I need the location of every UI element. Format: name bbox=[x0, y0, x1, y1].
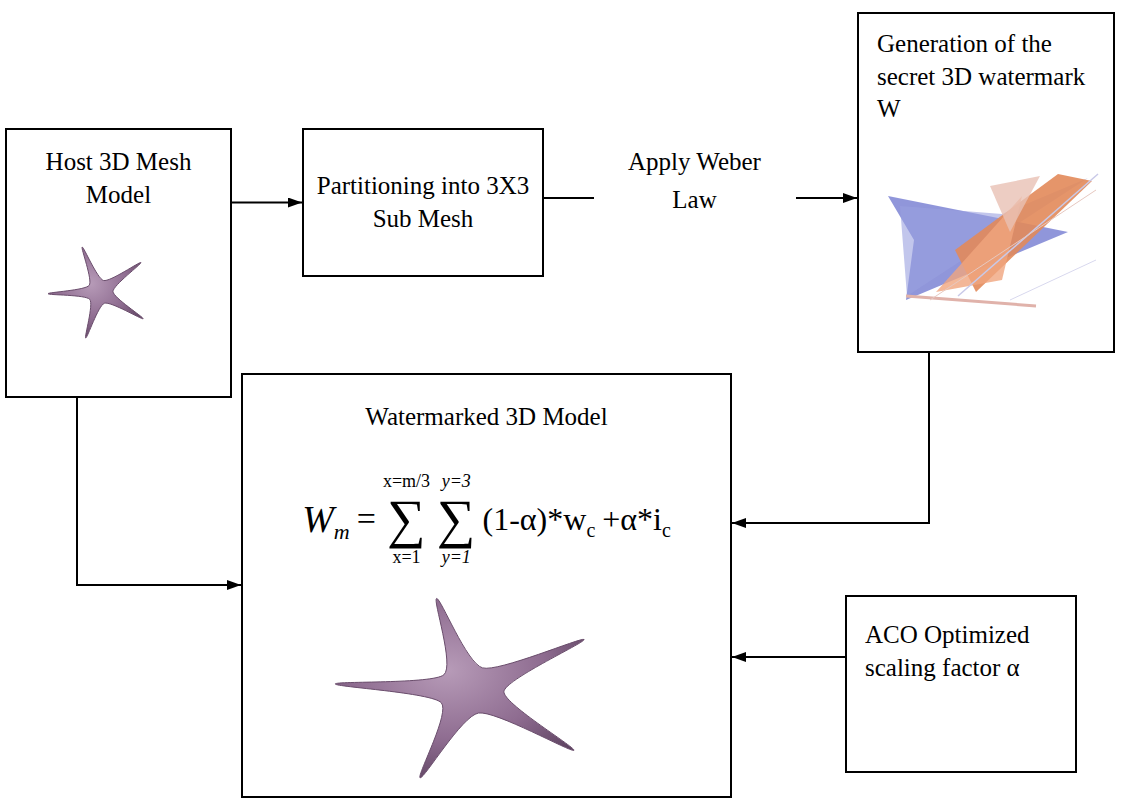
subscript: c bbox=[662, 520, 671, 540]
watermark-box: Generation of the secret 3D watermark W bbox=[857, 12, 1115, 353]
box-label: ACO Optimized scaling factor α bbox=[865, 619, 1057, 684]
box-label: Generation of the secret 3D watermark W bbox=[877, 28, 1089, 126]
flow-arrow bbox=[77, 398, 241, 585]
subscript: m bbox=[334, 521, 350, 543]
formula-symbol: W bbox=[302, 500, 334, 538]
box-heading: Watermarked 3D Model bbox=[365, 401, 607, 434]
flow-arrow bbox=[732, 353, 929, 523]
formula-term: +α*ic bbox=[602, 503, 671, 535]
flow-arrow bbox=[732, 656, 845, 658]
pink-plane bbox=[990, 176, 1040, 232]
formula-symbol: +α*i bbox=[602, 503, 662, 535]
summation: y=3 ∑ y=1 bbox=[437, 472, 476, 566]
watermark-planes bbox=[888, 174, 1098, 306]
formula-symbol: ∑ bbox=[437, 492, 476, 546]
formula: Wm=x=m/3∑x=1y=3∑y=1(1-α)*wc+α*ic bbox=[302, 472, 671, 566]
plane-edge bbox=[930, 190, 1096, 300]
formula-term: = bbox=[357, 502, 376, 536]
edge-label: Apply Weber Law bbox=[594, 143, 796, 218]
formula-symbol: x=m/3 bbox=[383, 472, 430, 490]
formula-term: Wm bbox=[302, 500, 350, 538]
starfish-mesh bbox=[335, 598, 584, 777]
formula-symbol: = bbox=[357, 502, 376, 536]
parameter-box: ACO Optimized scaling factor α bbox=[845, 595, 1077, 773]
output-box: Watermarked 3D ModelWm=x=m/3∑x=1y=3∑y=1(… bbox=[241, 373, 732, 798]
box-label: Partitioning into 3X3 Sub Mesh bbox=[314, 170, 532, 235]
plane-edge bbox=[1010, 260, 1096, 300]
formula-term: (1-α)*wc bbox=[483, 503, 596, 535]
subscript: c bbox=[586, 520, 595, 540]
formula-symbol: (1-α)*w bbox=[483, 503, 587, 535]
host-model-box: Host 3D Mesh Model bbox=[5, 128, 232, 398]
formula-symbol: y=3 bbox=[442, 472, 471, 490]
formula-symbol: y=1 bbox=[442, 548, 471, 566]
flow-arrow bbox=[232, 202, 302, 204]
process-box: Partitioning into 3X3 Sub Mesh bbox=[302, 128, 544, 277]
box-label: Host 3D Mesh Model bbox=[17, 146, 220, 211]
formula-symbol: x=1 bbox=[392, 548, 420, 566]
starfish-mesh bbox=[48, 247, 143, 338]
formula-symbol: ∑ bbox=[387, 492, 426, 546]
summation: x=m/3 ∑ x=1 bbox=[383, 472, 430, 566]
